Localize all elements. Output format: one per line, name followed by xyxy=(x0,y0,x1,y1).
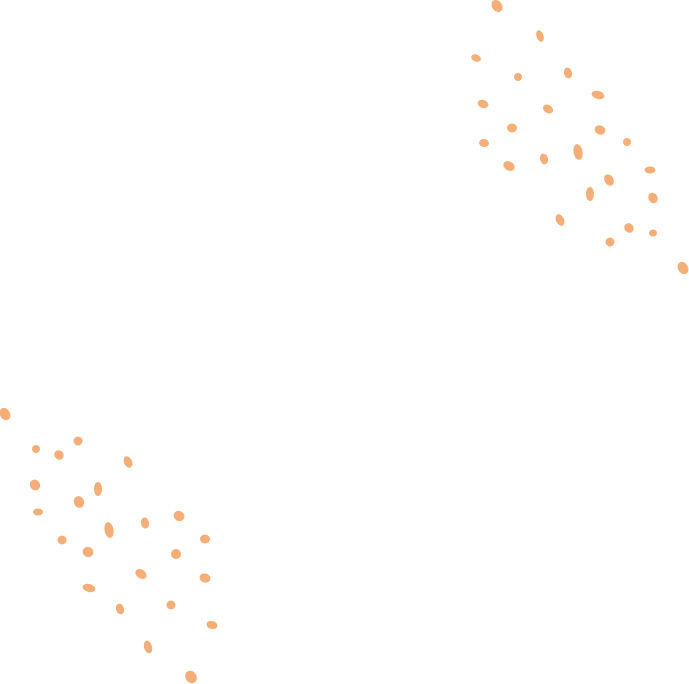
dot xyxy=(173,510,185,522)
dot xyxy=(503,161,515,171)
dot xyxy=(624,223,634,233)
dot xyxy=(123,456,133,468)
dot xyxy=(604,174,614,186)
dot xyxy=(536,30,544,42)
dot xyxy=(491,0,503,13)
dot xyxy=(649,229,657,237)
dot xyxy=(94,482,102,496)
dot xyxy=(594,125,606,135)
dot xyxy=(73,496,85,508)
dot xyxy=(539,153,549,165)
dot xyxy=(29,479,41,491)
dot xyxy=(507,123,517,133)
dot xyxy=(82,583,96,593)
dot xyxy=(82,546,94,558)
dot xyxy=(563,67,573,79)
dot xyxy=(477,99,489,109)
dot xyxy=(140,517,150,529)
dot xyxy=(591,90,605,100)
dot xyxy=(514,73,522,81)
dot xyxy=(605,237,615,247)
dot xyxy=(623,138,631,146)
dot-cluster-bottom-left xyxy=(0,407,218,684)
dot xyxy=(135,568,147,580)
dot xyxy=(200,534,210,544)
dot xyxy=(479,138,489,148)
dot xyxy=(586,187,594,201)
dot-cluster-top-right xyxy=(471,0,689,275)
dot xyxy=(573,144,583,160)
dot xyxy=(171,549,181,559)
dot xyxy=(33,508,43,516)
dot xyxy=(644,166,656,174)
dot xyxy=(32,445,40,453)
dot xyxy=(555,214,565,226)
dot xyxy=(143,640,153,654)
dot xyxy=(185,670,197,684)
dot xyxy=(648,192,658,204)
dot xyxy=(0,407,11,421)
dot xyxy=(57,535,67,545)
dot xyxy=(73,436,83,446)
dot xyxy=(54,450,64,460)
dot xyxy=(542,104,554,114)
dot xyxy=(677,261,689,275)
dot xyxy=(206,620,218,630)
dot xyxy=(115,603,125,615)
dot xyxy=(471,54,481,62)
dot xyxy=(199,573,211,583)
dot xyxy=(166,600,176,610)
dot xyxy=(104,522,114,538)
